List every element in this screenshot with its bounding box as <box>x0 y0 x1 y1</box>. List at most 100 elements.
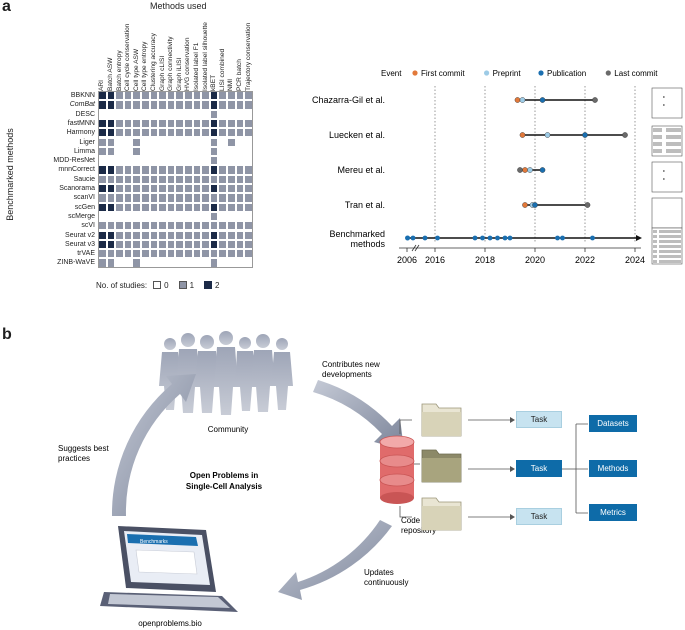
heatmap-cell <box>218 230 227 240</box>
heatmap-cell <box>149 211 159 222</box>
heatmap-cell <box>141 230 150 240</box>
heatmap-cell <box>201 118 210 129</box>
heatmap-cell <box>227 184 236 194</box>
heatmap-cell <box>106 193 116 203</box>
heatmap-cell <box>201 146 210 157</box>
heatmap-cell <box>201 128 210 138</box>
heatmap-cell <box>209 202 219 212</box>
heatmap-cell <box>123 258 133 268</box>
heatmap-cell <box>141 193 150 203</box>
timeline-row-label-line1: Benchmarked <box>329 229 385 239</box>
heatmap-cell <box>235 202 245 212</box>
heatmap-cell <box>175 109 184 119</box>
heatmap-cell <box>235 230 245 240</box>
heatmap-cell <box>201 174 210 184</box>
heatmap-cell <box>184 128 193 138</box>
heatmap-cell <box>106 109 116 119</box>
heatmap-cell <box>184 249 193 259</box>
heatmap-cell <box>98 118 107 129</box>
folder-icon-2 <box>421 449 462 483</box>
heatmap-cell <box>218 165 227 175</box>
heatmap-cell <box>132 91 141 101</box>
heatmap-cell <box>158 239 167 250</box>
heatmap-cell <box>98 128 107 138</box>
heatmap-cell <box>115 146 124 157</box>
heatmap-cell <box>209 211 219 222</box>
heatmap-cell <box>149 156 159 166</box>
heatmap-cell <box>132 109 141 119</box>
output-datasets: Datasets <box>589 415 637 432</box>
heatmap-cell <box>123 137 133 147</box>
heatmap-cell <box>218 258 227 268</box>
heatmap-cell <box>244 211 253 222</box>
heatmap-cell <box>201 258 210 268</box>
heatmap-cell <box>192 211 202 222</box>
heatmap-cell <box>227 91 236 101</box>
heatmap-cell <box>175 165 184 175</box>
heatmap-cell <box>201 221 210 231</box>
heatmap-cell <box>123 128 133 138</box>
benchmarked-point <box>507 235 513 241</box>
heatmap-cell <box>184 146 193 157</box>
heatmap-cell <box>235 174 245 184</box>
benchmarked-point <box>472 235 478 241</box>
heatmap-col-label: ARI <box>98 80 106 91</box>
heatmap-cell <box>115 137 124 147</box>
heatmap-cell <box>123 230 133 240</box>
heatmap-col-label: Cell type ASW <box>132 48 140 91</box>
heatmap-cell <box>175 91 184 101</box>
heatmap-cell <box>158 193 167 203</box>
benchmarked-point <box>480 235 485 241</box>
heatmap-cell <box>141 91 150 101</box>
heatmap-cell <box>106 258 116 268</box>
heatmap-cell <box>244 258 253 268</box>
heatmap-cell <box>192 91 202 101</box>
task-box-2: Task <box>516 460 562 477</box>
heatmap-cell <box>192 239 202 250</box>
heatmap-cell <box>158 109 167 119</box>
heatmap-cell <box>166 230 176 240</box>
heatmap-cell <box>192 165 202 175</box>
heatmap-cell <box>244 193 253 203</box>
thumbnail-bar <box>653 128 681 132</box>
thumbnail-gap <box>657 229 659 263</box>
heatmap-cell <box>158 258 167 268</box>
heatmap-cell <box>209 118 219 129</box>
heatmap-cell <box>123 174 133 184</box>
heatmap-cell <box>106 174 116 184</box>
panel-a-label: a <box>2 0 11 15</box>
heatmap-cell <box>149 239 159 250</box>
heatmap-cell <box>209 109 219 119</box>
heatmap-cell <box>192 156 202 166</box>
heatmap-cell <box>115 128 124 138</box>
heatmap-cell <box>235 156 245 166</box>
heatmap-row-label: Liger <box>79 138 95 146</box>
heatmap-col-label: Batch entropy <box>115 50 123 91</box>
heatmap-cell <box>98 100 107 110</box>
timeline-point-preprint <box>544 132 551 138</box>
heatmap-cell <box>132 249 141 259</box>
timeline-point-last-commit <box>584 202 591 208</box>
heatmap-cell <box>166 258 176 268</box>
heatmap-cell <box>123 202 133 212</box>
heatmap-cell <box>123 165 133 175</box>
heatmap-cell <box>106 249 116 259</box>
heatmap-cell <box>158 128 167 138</box>
heatmap-cell <box>175 258 184 268</box>
community-people-icon <box>159 331 293 415</box>
heatmap-cell <box>235 91 245 101</box>
heatmap-cell <box>227 109 236 119</box>
heatmap-cell <box>175 100 184 110</box>
heatmap-cell <box>115 239 124 250</box>
heatmap-col-label: kBET <box>210 74 218 91</box>
heatmap-cell <box>218 239 227 250</box>
heatmap-cell <box>209 193 219 203</box>
heatmap-cell <box>235 100 245 110</box>
benchmarked-point <box>555 235 560 241</box>
heatmap-cell <box>218 193 227 203</box>
benchmarked-arrowhead <box>636 235 642 241</box>
heatmap-cell <box>227 137 236 147</box>
heatmap-cell <box>227 118 236 129</box>
